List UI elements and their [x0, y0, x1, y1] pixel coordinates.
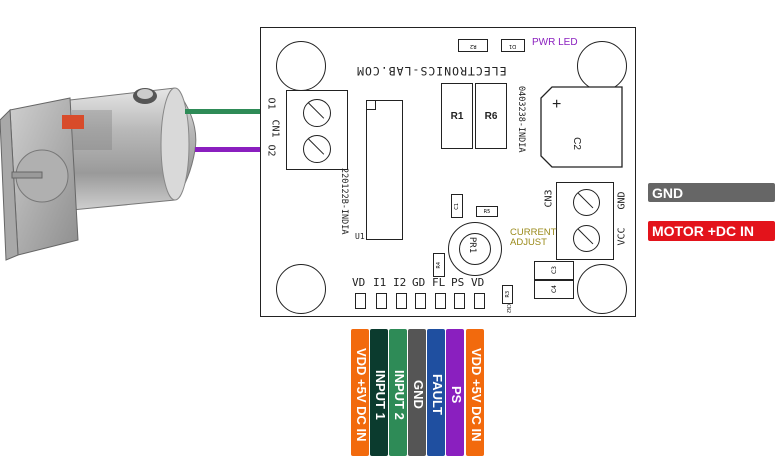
cn1-pin1-label: O1 [265, 97, 277, 110]
header-pin [474, 293, 485, 309]
header-pin-label: I1 [373, 276, 387, 289]
cn1-label: CN1 [269, 119, 281, 138]
header-pin-label: GD [412, 276, 426, 289]
wire-output-2 [195, 147, 290, 152]
c4-capacitor: C4 [534, 280, 574, 299]
header-pin [454, 293, 465, 309]
header-pin-label: FL [432, 276, 446, 289]
motor-dc-in-label: MOTOR +DC IN [648, 221, 775, 241]
header-pin-label: VD [471, 276, 485, 289]
cn3-terminal-block [556, 182, 614, 260]
date-code-2: 220122B-INDIA [339, 168, 349, 235]
c2-capacitor: + C2 [540, 86, 623, 168]
pin-tag: PS [446, 329, 464, 456]
r3-resistor: R3 [502, 285, 513, 304]
u1-chip [366, 100, 403, 240]
header-pin [376, 293, 387, 309]
pin-tag: VDD +5V DC IN [466, 329, 484, 456]
mounting-hole [276, 264, 326, 314]
pin-tag: VDD +5V DC IN [351, 329, 369, 456]
pin-tag: FAULT [427, 329, 445, 456]
terminal-screw [573, 189, 600, 216]
current-adjust-label: CURRENT ADJUST [510, 227, 557, 248]
dc-motor-illustration [0, 87, 197, 261]
header-pin-label: PS [451, 276, 465, 289]
cn3-vcc-label: VCC [616, 227, 628, 246]
terminal-screw [303, 99, 331, 127]
pr1-potentiometer: PR1 [448, 222, 502, 276]
c3-capacitor: C3 [534, 261, 574, 280]
terminal-screw [573, 225, 600, 252]
mounting-hole [577, 264, 627, 314]
cn3-label: CN3 [543, 189, 555, 208]
r6-resistor: R6 [475, 83, 507, 149]
r1-resistor: R1 [441, 83, 473, 149]
header-pin [396, 293, 407, 309]
u1-label: U1 [355, 232, 365, 241]
cn3-gnd-label: GND [616, 191, 628, 210]
site-name: ELECTRONICS-LAB.COM [356, 64, 507, 78]
c2-label: C2 [570, 137, 582, 150]
header-pin-label: VD [352, 276, 366, 289]
header-pin [415, 293, 426, 309]
pwr-led-label: PWR LED [532, 37, 578, 48]
cn1-pin2-label: O2 [265, 144, 277, 157]
r4-resistor: R4 [433, 253, 445, 277]
cn1-terminal-block [286, 90, 348, 170]
mounting-hole [276, 41, 326, 91]
c2-plus: + [552, 96, 562, 113]
pcb-board: ELECTRONICS-LAB.COM R2 D1 PWR LED CN1 O1… [260, 27, 636, 317]
terminal-screw [303, 135, 331, 163]
gnd-label: GND [648, 183, 775, 202]
header-pin [435, 293, 446, 309]
r2-resistor: R2 [458, 39, 488, 52]
pin-tag: GND [408, 329, 426, 456]
header-pin-label: I2 [393, 276, 407, 289]
c1-capacitor: C1 [451, 194, 463, 218]
pin-tag: INPUT 1 [370, 329, 388, 456]
header-pin [355, 293, 366, 309]
pin-tag: INPUT 2 [389, 329, 407, 456]
wire-output-1 [185, 109, 290, 114]
r5-resistor: R5 [476, 206, 498, 217]
date-code-1: 0403238-INDIA [516, 86, 526, 153]
mounting-hole [577, 41, 627, 91]
d1-led: D1 [501, 39, 525, 52]
cn2-label: CN2 [505, 304, 511, 314]
